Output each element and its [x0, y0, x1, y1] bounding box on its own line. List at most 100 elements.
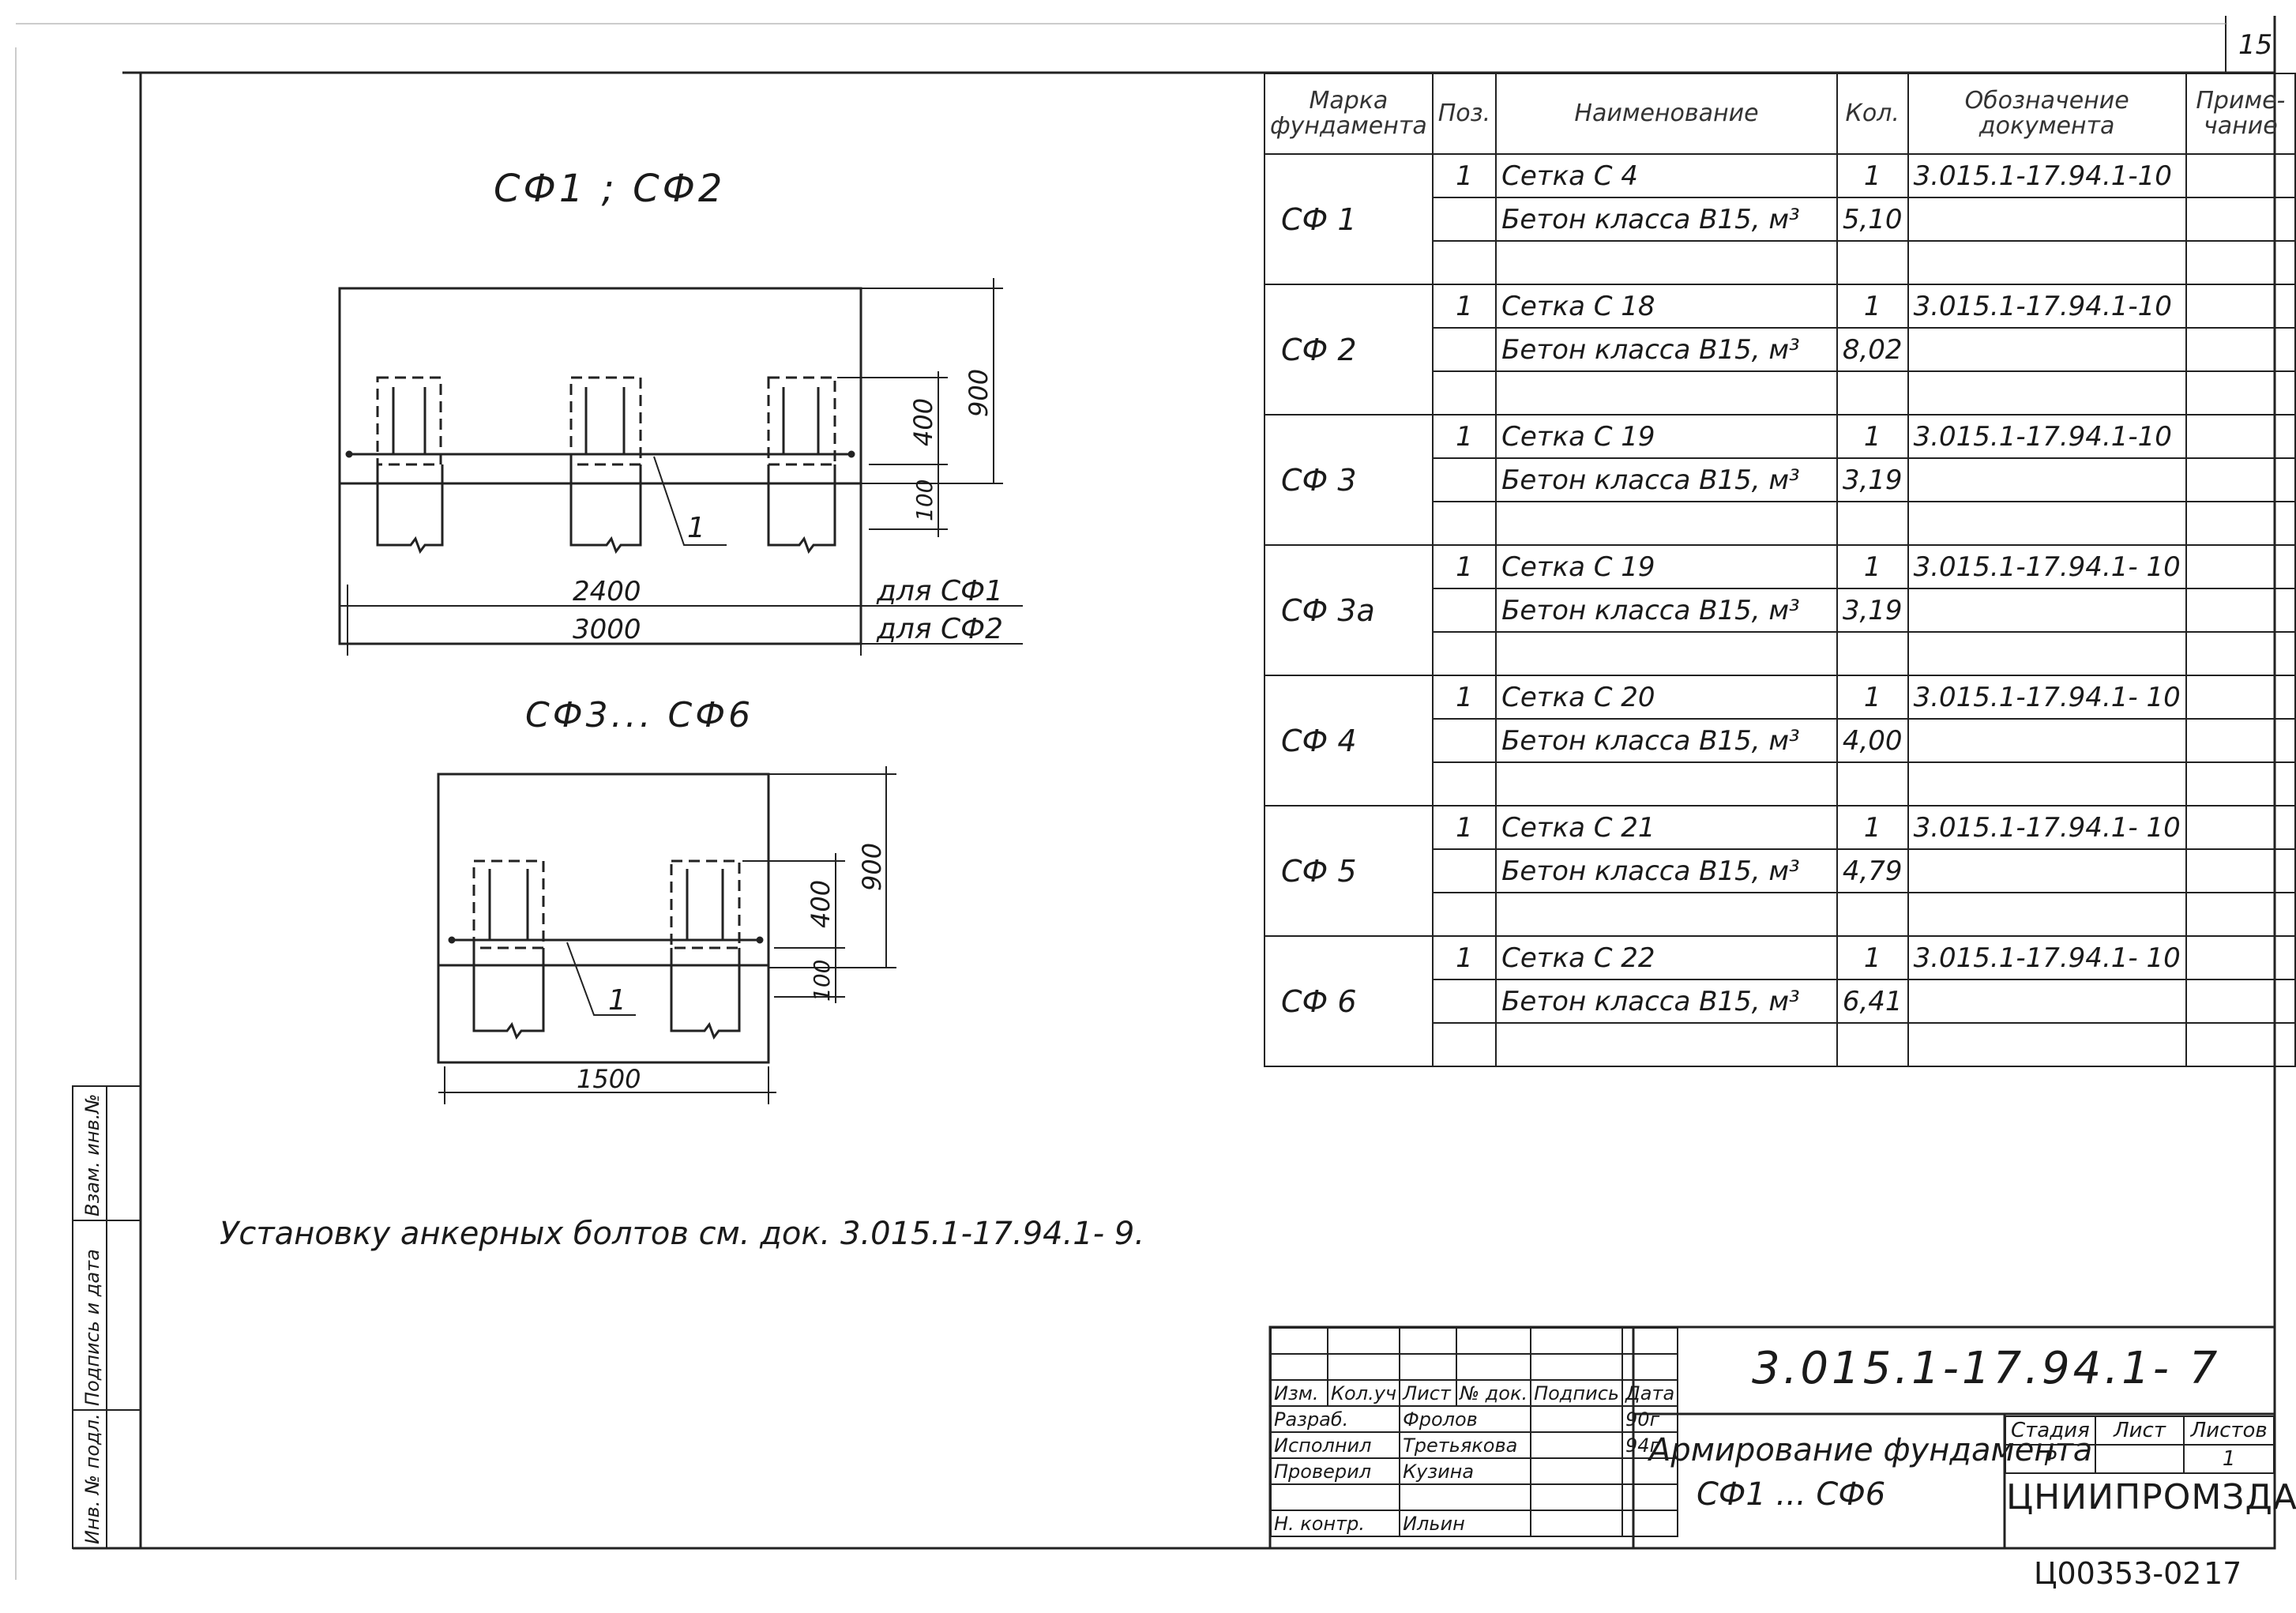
position-cell	[1431, 848, 1497, 893]
name-cell: Бетон класса В15, м³	[1495, 457, 1838, 502]
position-cell	[1431, 327, 1497, 372]
note-cell	[2185, 1022, 2296, 1067]
foundation-mark: СФ 6	[1264, 935, 1434, 1067]
approval-date: 90г	[1621, 1405, 1679, 1433]
document-cell	[1907, 327, 2187, 372]
note-cell	[2185, 805, 2296, 850]
title-block: Изм. Кол.уч Лист № док. Подпись Дата Раз…	[1269, 1327, 2296, 1548]
quantity-cell: 3,19	[1836, 588, 1909, 633]
document-title-line-2: СФ1 ... СФ6	[1697, 1476, 1886, 1513]
position-cell	[1431, 892, 1497, 937]
archive-number: Ц00353-02	[2034, 1556, 2201, 1591]
note-cell	[2185, 718, 2296, 763]
document-cell	[1907, 197, 2187, 242]
drawing1-dim-3000: 3000	[573, 614, 641, 645]
drawing2-rod-end-right	[756, 936, 764, 944]
position-cell: 1	[1431, 414, 1497, 459]
name-cell: Бетон класса В15, м³	[1495, 979, 1838, 1024]
rev-col-docnum: № док.	[1456, 1379, 1532, 1407]
name-cell	[1495, 761, 1838, 806]
stage-table: Стадия Лист Листов Р 1	[2005, 1416, 2275, 1474]
rev-col-signature: Подпись	[1530, 1379, 1624, 1407]
drawing1-dim-400: 400	[908, 398, 938, 446]
sheet-header: Лист	[2094, 1416, 2185, 1446]
quantity-cell	[1836, 370, 1909, 415]
revision-table: Изм. Кол.уч Лист № док. Подпись Дата Раз…	[1269, 1327, 1679, 1537]
document-cell: 3.015.1-17.94.1- 10	[1907, 935, 2187, 980]
header-pos: Поз.	[1431, 73, 1497, 155]
position-cell	[1431, 631, 1497, 676]
sheets-value: 1	[2183, 1444, 2275, 1474]
sheet-value	[2094, 1444, 2185, 1474]
foundation-mark: СФ 5	[1264, 805, 1434, 937]
specification-table: Марка фундамента Поз. Наименование Кол. …	[1264, 73, 2296, 1067]
document-code: 3.015.1-17.94.1- 7	[1752, 1343, 2221, 1394]
quantity-cell	[1836, 892, 1909, 937]
drawing2-title: СФ3... СФ6	[525, 695, 753, 735]
drawing1-column-3	[767, 376, 836, 555]
approval-date	[1621, 1483, 1679, 1511]
revision-header-row: Изм. Кол.уч Лист № док. Подпись Дата	[1270, 1379, 1679, 1407]
position-cell	[1431, 979, 1497, 1024]
quantity-cell: 8,02	[1836, 327, 1909, 372]
document-cell	[1907, 892, 2187, 937]
position-cell	[1431, 588, 1497, 633]
drawing2-callout-number: 1	[608, 984, 626, 1017]
quantity-cell: 5,10	[1836, 197, 1909, 242]
approval-name: Третьякова	[1399, 1431, 1532, 1459]
document-cell: 3.015.1-17.94.1- 10	[1907, 675, 2187, 720]
name-cell: Сетка С 19	[1495, 544, 1838, 589]
side-stamp-signature-date: Подпись и дата	[81, 1249, 103, 1406]
approval-role: Н. контр.	[1269, 1510, 1401, 1537]
approval-signature	[1530, 1510, 1624, 1537]
name-cell	[1495, 501, 1838, 546]
position-cell: 1	[1431, 544, 1497, 589]
position-cell: 1	[1431, 284, 1497, 329]
drawing2-column-1	[472, 859, 545, 1040]
drawing1-dim-100: 100	[911, 479, 938, 521]
name-cell: Сетка С 19	[1495, 414, 1838, 459]
quantity-cell: 1	[1836, 414, 1909, 459]
approval-role: Исполнил	[1269, 1431, 1401, 1459]
document-cell	[1907, 979, 2187, 1024]
approval-name: Кузина	[1399, 1457, 1532, 1485]
drawing2-dim-1500: 1500	[577, 1064, 641, 1094]
sheet-number: 15	[2238, 29, 2272, 61]
header-doc: Обозначение документа	[1907, 73, 2187, 155]
name-cell	[1495, 892, 1838, 937]
position-cell	[1431, 718, 1497, 763]
drawing2-column-2	[670, 859, 741, 1040]
quantity-cell: 1	[1836, 284, 1909, 329]
document-cell: 3.015.1-17.94.1- 10	[1907, 544, 2187, 589]
quantity-cell	[1836, 631, 1909, 676]
drawing1-dim-2400: 2400	[573, 576, 641, 607]
note-cell	[2185, 370, 2296, 415]
approval-date	[1621, 1457, 1679, 1485]
quantity-cell: 6,41	[1836, 979, 1909, 1024]
drawing2-foundation-slab	[437, 773, 770, 1064]
quantity-cell	[1836, 761, 1909, 806]
position-cell	[1431, 370, 1497, 415]
rev-col-change: Изм.	[1270, 1379, 1328, 1407]
note-cell	[2185, 284, 2296, 329]
document-cell	[1907, 718, 2187, 763]
note-cell	[2185, 892, 2296, 937]
approval-name: Ильин	[1399, 1510, 1532, 1537]
drawing1-callout-leader	[653, 456, 727, 546]
quantity-cell	[1836, 501, 1909, 546]
position-cell: 1	[1431, 153, 1497, 198]
drawing1-column-2	[569, 376, 642, 555]
position-cell	[1431, 761, 1497, 806]
side-stamp-replaced-inv: Взам. инв.№	[81, 1094, 103, 1216]
quantity-cell: 1	[1836, 544, 1909, 589]
note-cell	[2185, 153, 2296, 198]
drawing2-rod-end-left	[448, 936, 456, 944]
title-block-frame	[1268, 1325, 2276, 1550]
